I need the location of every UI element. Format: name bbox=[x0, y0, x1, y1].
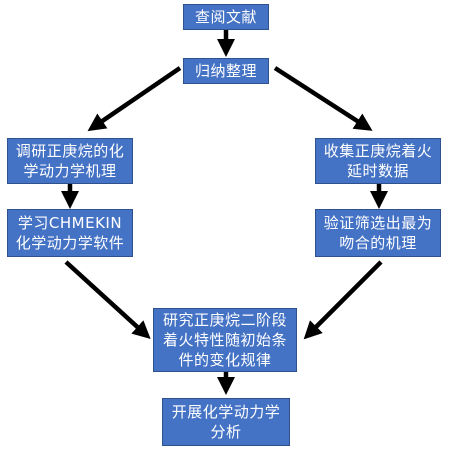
arrow-validate-to-study bbox=[303, 260, 383, 340]
node-review-literature: 查阅文献 bbox=[183, 4, 269, 30]
arrow-summarize-to-collect bbox=[273, 66, 373, 131]
node-summarize: 归纳整理 bbox=[183, 58, 269, 84]
node-research-mechanism: 调研正庚烷的化 学动力学机理 bbox=[7, 138, 133, 184]
node-validate-mechanism: 验证筛选出最为 吻合的机理 bbox=[315, 209, 441, 257]
arrow-summarize-to-research bbox=[87, 66, 182, 132]
node-learn-chemkin: 学习CHMEKIN 化学动力学软件 bbox=[7, 209, 133, 257]
node-collect-ignition-data: 收集正庚烷着火 延时数据 bbox=[315, 138, 441, 184]
node-kinetic-analysis: 开展化学动力学 分析 bbox=[162, 398, 290, 446]
node-study-two-stage-ignition: 研究正庚烷二阶段 着火特性随初始条 件的变化规律 bbox=[153, 308, 297, 372]
arrow-chemkin-to-study bbox=[64, 260, 151, 340]
